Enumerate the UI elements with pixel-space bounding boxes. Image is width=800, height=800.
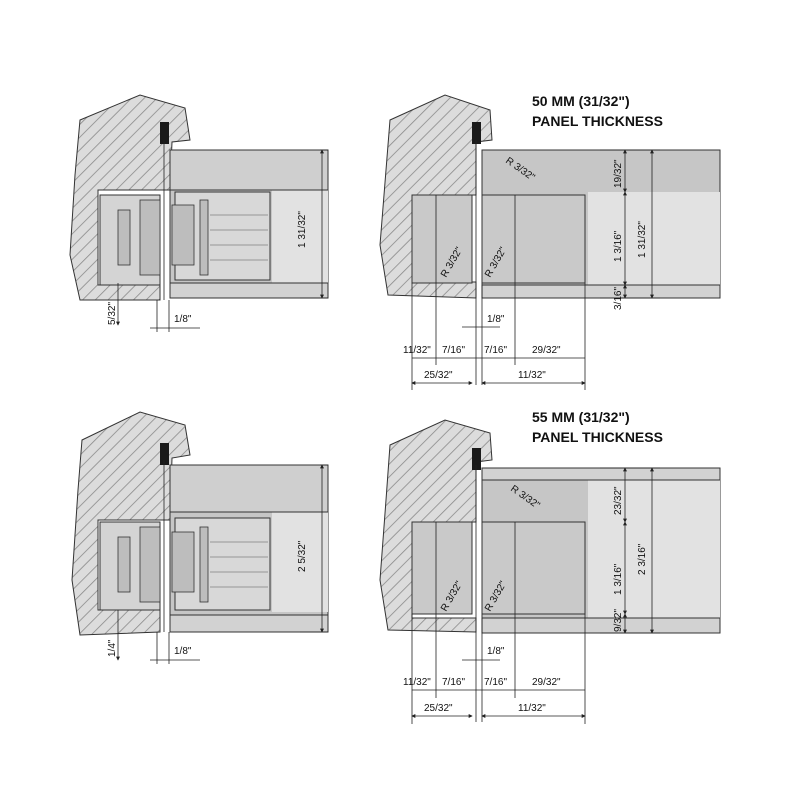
label-h3: 7/16" bbox=[484, 677, 507, 688]
label-h3: 7/16" bbox=[484, 345, 507, 356]
label-h-left-total: 25/32" bbox=[424, 370, 453, 381]
label-v-bot: 3/16" bbox=[613, 287, 624, 310]
label-v-top: 19/32" bbox=[613, 159, 624, 188]
panel-bottom-strip bbox=[481, 617, 721, 634]
hinge-internal-lines bbox=[210, 541, 268, 588]
hinge-pocket-door bbox=[481, 194, 586, 284]
panel-bottom-strip bbox=[481, 284, 721, 299]
label-v-total: 1 31/32" bbox=[637, 221, 648, 258]
label-h-left-total: 25/32" bbox=[424, 703, 453, 714]
hinge-internal-lines bbox=[210, 214, 268, 261]
label-v-top: 23/32" bbox=[613, 486, 624, 515]
hinge-mechanism bbox=[117, 526, 209, 603]
label-gap: 1/8" bbox=[487, 314, 505, 325]
label-h-right-total: 11/32" bbox=[518, 703, 546, 714]
detail-top-right: 50 MM (31/32") PANEL THICKNESS R 3/32" R… bbox=[379, 93, 721, 390]
label-v-total: 2 5/32" bbox=[297, 540, 308, 572]
panel-top-strip bbox=[169, 149, 329, 191]
title-line-2: PANEL THICKNESS bbox=[532, 429, 663, 445]
label-h1: 11/32" bbox=[403, 345, 431, 356]
panel-light-section bbox=[588, 192, 720, 285]
label-v-small: 1/4" bbox=[107, 639, 118, 657]
detail-top-left: 1 31/32" 5/32" 1/8" bbox=[69, 94, 329, 332]
panel-bottom-strip bbox=[169, 614, 329, 633]
panel-top-strip bbox=[481, 467, 721, 481]
detail-bottom-right: 55 MM (31/32") PANEL THICKNESS R 3/32" R… bbox=[379, 409, 721, 724]
hinge-pocket-cabinet bbox=[411, 521, 473, 615]
panel-top-strip bbox=[169, 464, 329, 513]
title-line-2: PANEL THICKNESS bbox=[532, 113, 663, 129]
label-v-small: 5/32" bbox=[107, 302, 118, 325]
cabinet-wall-hatched bbox=[379, 419, 493, 633]
label-h4: 29/32" bbox=[532, 677, 561, 688]
detail-bottom-left: 2 5/32" 1/4" 1/8" bbox=[71, 411, 329, 664]
black-cap bbox=[160, 122, 169, 144]
hinge-pocket-cabinet bbox=[411, 194, 473, 284]
label-h-right-total: 11/32" bbox=[518, 370, 546, 381]
label-h2: 7/16" bbox=[442, 345, 465, 356]
panel-bottom-strip bbox=[169, 282, 329, 299]
label-h4: 29/32" bbox=[532, 345, 561, 356]
door-panel-light bbox=[272, 190, 328, 283]
hinge-mechanism bbox=[117, 199, 209, 276]
label-v-total: 1 31/32" bbox=[297, 211, 308, 248]
label-h1: 11/32" bbox=[403, 677, 431, 688]
black-cap bbox=[472, 122, 481, 144]
label-v-total: 2 3/16" bbox=[637, 543, 648, 575]
label-gap: 1/8" bbox=[487, 646, 505, 657]
label-v-mid: 1 3/16" bbox=[613, 230, 624, 262]
label-h2: 7/16" bbox=[442, 677, 465, 688]
label-gap: 1/8" bbox=[174, 314, 192, 325]
hinge-pocket-door bbox=[481, 521, 586, 615]
label-v-bot: 9/32" bbox=[613, 609, 624, 632]
panel-light-section bbox=[588, 480, 720, 618]
black-cap bbox=[160, 443, 169, 465]
title-line-1: 50 MM (31/32") bbox=[532, 93, 630, 109]
door-panel-light bbox=[272, 512, 328, 612]
black-cap bbox=[472, 448, 481, 470]
label-gap: 1/8" bbox=[174, 646, 192, 657]
label-v-mid: 1 3/16" bbox=[613, 563, 624, 595]
title-line-1: 55 MM (31/32") bbox=[532, 409, 630, 425]
